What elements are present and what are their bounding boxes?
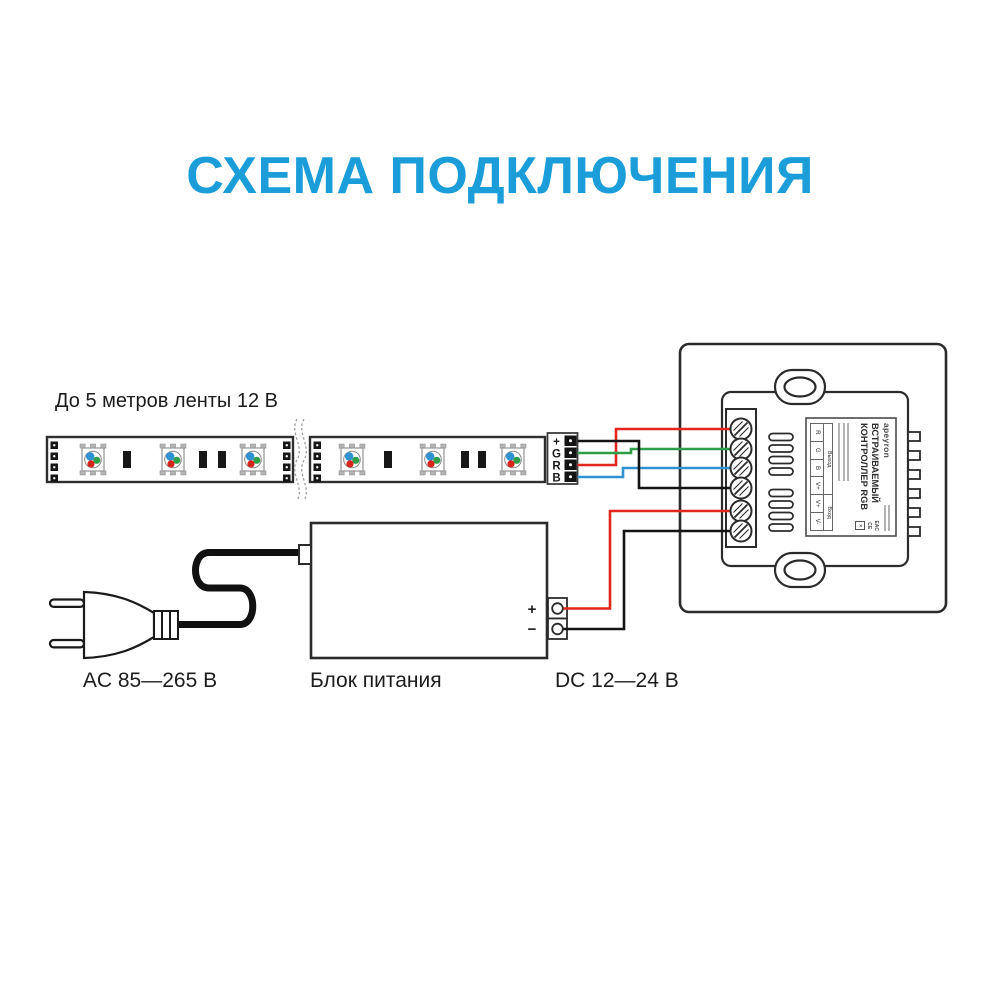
page-title: СХЕМА ПОДКЛЮЧЕНИЯ: [186, 147, 814, 205]
io-cell: V-: [810, 512, 824, 531]
eac-mark: EAC: [873, 520, 879, 531]
mounting-hole-bottom: [783, 559, 817, 581]
strain-relief: [169, 610, 179, 640]
wire-black-plus: [577, 439, 733, 490]
wire-red-vplus: [563, 509, 733, 610]
cert-marks: EAC CE ✕: [855, 520, 880, 531]
strain-relief: [153, 610, 163, 640]
controller-name-line1: ВСТРАИВАЕМЫЙ: [870, 423, 880, 503]
wire-black-vminus: [563, 529, 733, 631]
strain-relief: [161, 610, 171, 640]
rgb-led: [338, 443, 366, 476]
plug-pin: [48, 598, 86, 609]
controller-name: ВСТРАИВАЕМЫЙ КОНТРОЛЛЕР RGB: [855, 423, 880, 510]
io-table: Выход Вход R G B V+ V+ V-: [810, 423, 833, 531]
screw-terminal: [729, 476, 753, 500]
psu-minus-label: −: [528, 621, 537, 638]
plug-pin: [48, 638, 86, 649]
io-cell: V+: [810, 476, 824, 495]
controller-sticker: [805, 417, 897, 537]
ac-voltage-label: AC 85—265 В: [82, 669, 218, 692]
terminal-screws: [729, 417, 753, 543]
apeyron-logo: apeyron: [882, 423, 892, 459]
mounting-hole-top: [783, 376, 817, 398]
wire-red-r: [577, 427, 733, 467]
ce-mark: CE: [866, 522, 872, 530]
rgb-led: [239, 443, 267, 476]
rgb-led: [159, 443, 187, 476]
rgb-led: [499, 443, 527, 476]
strip-connector: + G R B: [546, 432, 579, 485]
rgb-led: [419, 443, 447, 476]
wire-blue-b: [577, 466, 733, 479]
output-header: Выход: [823, 423, 833, 495]
screw-terminal: [729, 456, 753, 480]
power-cord: [174, 549, 305, 628]
psu-body: [309, 521, 549, 660]
input-header: Вход: [823, 494, 833, 531]
dc-voltage-label: DC 12—24 В: [555, 669, 679, 692]
weee-icon: ✕: [855, 521, 865, 531]
plug-body: [82, 590, 156, 660]
connector-pin-g: G: [552, 449, 561, 461]
psu-cable-entry: [298, 544, 312, 565]
io-cell: G: [810, 441, 824, 460]
ac-plug: [48, 590, 179, 660]
connector-pin-plus: +: [553, 437, 560, 449]
controller-sticker-content: apeyron ВСТРАИВАЕМЫЙ КОНТРОЛЛЕР RGB EAC …: [806, 418, 896, 536]
strip-length-label: До 5 метров ленты 12 В: [55, 390, 278, 412]
io-cell: V+: [810, 494, 824, 513]
wire-green-g: [577, 447, 733, 455]
controller-name-line2: КОНТРОЛЛЕР RGB: [859, 423, 870, 511]
power-supply: + −: [174, 521, 568, 660]
small-print-top: [882, 505, 892, 531]
connector-pin-b: B: [552, 473, 560, 485]
led-strip: [45, 418, 547, 502]
connector-pin-r: R: [552, 461, 561, 473]
screw-terminal: [729, 437, 753, 461]
small-print-lines: [836, 423, 852, 531]
psu-plus-label: +: [528, 601, 537, 618]
io-cell: R: [810, 423, 824, 442]
rgb-led: [79, 443, 107, 476]
power-supply-label: Блок питания: [310, 669, 442, 692]
screw-terminal: [729, 499, 753, 523]
io-cell: B: [810, 459, 824, 477]
wires: [563, 427, 733, 631]
screw-terminal: [729, 519, 753, 543]
strip-break-icon: [294, 418, 307, 502]
screw-terminal: [729, 417, 753, 441]
